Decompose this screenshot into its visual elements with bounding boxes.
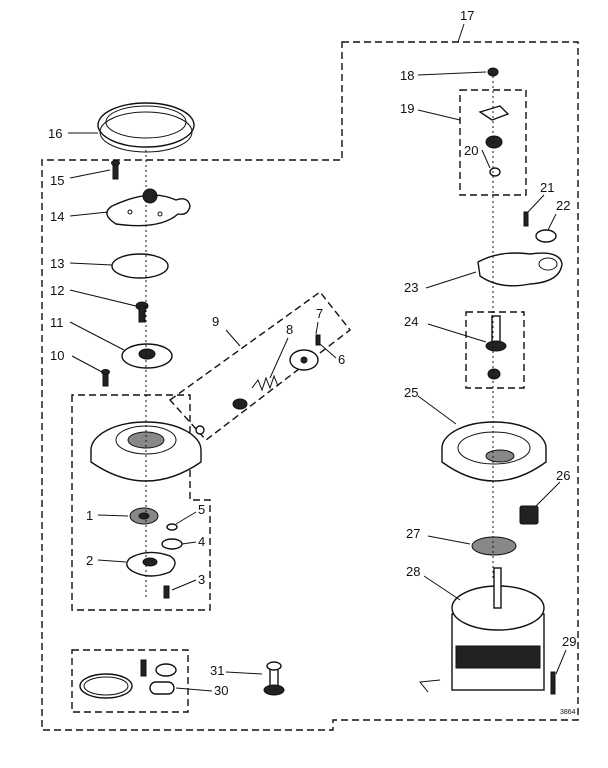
callout-10: 10 <box>50 348 64 363</box>
kit-inner-boundary <box>71 394 211 611</box>
part-14-pump-cover <box>106 188 191 227</box>
callout-9: 9 <box>212 314 219 329</box>
callout-15: 15 <box>50 173 64 188</box>
callout-18: 18 <box>400 68 414 83</box>
callout-31: 31 <box>210 663 224 678</box>
assembly-17-boundary <box>41 41 579 731</box>
part-5-ring <box>166 523 178 531</box>
callout-4: 4 <box>198 534 205 549</box>
part-1-seal <box>129 507 159 525</box>
callout-7: 7 <box>316 306 323 321</box>
part-11-impeller <box>121 343 173 369</box>
kit-24-boundary <box>465 311 525 389</box>
part-6-bracket <box>289 349 319 371</box>
part-18-nut <box>487 67 499 77</box>
callout-12: 12 <box>50 283 64 298</box>
callout-16: 16 <box>48 126 62 141</box>
part-23-plate <box>477 252 563 287</box>
part-21-screw <box>523 211 529 227</box>
part-7-screw <box>315 334 321 346</box>
callout-5: 5 <box>198 502 205 517</box>
callout-8: 8 <box>286 322 293 337</box>
part-8-spring <box>251 374 279 392</box>
part-30-belt-kit <box>79 659 177 699</box>
part-3-screw <box>163 585 170 599</box>
callout-29: 29 <box>562 634 576 649</box>
part-15-screw <box>111 160 120 180</box>
kit-9-boundary <box>168 291 351 441</box>
kit-30-boundary <box>71 649 189 713</box>
callout-11: 11 <box>50 315 64 330</box>
part-27-washer <box>471 536 517 556</box>
callout-1: 1 <box>86 508 93 523</box>
callout-27: 27 <box>406 526 420 541</box>
part-26-switch <box>519 505 539 525</box>
callout-21: 21 <box>540 180 554 195</box>
callout-6: 6 <box>338 352 345 367</box>
leader-lines <box>68 23 567 692</box>
callout-3: 3 <box>198 572 205 587</box>
part-29-screw <box>550 671 556 695</box>
callout-28: 28 <box>406 564 420 579</box>
part-19-cam <box>478 105 510 121</box>
part-4-ring <box>161 538 183 550</box>
callout-24: 24 <box>404 314 418 329</box>
callout-17: 17 <box>460 8 474 23</box>
part-31-plug <box>263 661 285 696</box>
callout-23: 23 <box>404 280 418 295</box>
part-13-gasket <box>111 253 169 279</box>
callout-13: 13 <box>50 256 64 271</box>
part-25-motor-mount <box>441 421 547 482</box>
callout-25: 25 <box>404 385 418 400</box>
callout-30: 30 <box>214 683 228 698</box>
callout-2: 2 <box>86 553 93 568</box>
part-20-gear <box>485 135 503 177</box>
callout-14: 14 <box>50 209 64 224</box>
part-28-motor <box>419 567 545 693</box>
part-9-valve <box>195 398 248 435</box>
drawing-code: 3864 <box>560 709 576 716</box>
part-2-holder <box>126 551 176 577</box>
kit-19-boundary <box>459 89 527 196</box>
part-16-seal-ring <box>97 102 195 153</box>
part-10-screw <box>101 369 110 387</box>
callout-20: 20 <box>464 143 478 158</box>
part-24-shaft <box>485 315 507 380</box>
callout-19: 19 <box>400 101 414 116</box>
callout-26: 26 <box>556 468 570 483</box>
callout-22: 22 <box>556 198 570 213</box>
part-22-grommet <box>535 229 557 243</box>
